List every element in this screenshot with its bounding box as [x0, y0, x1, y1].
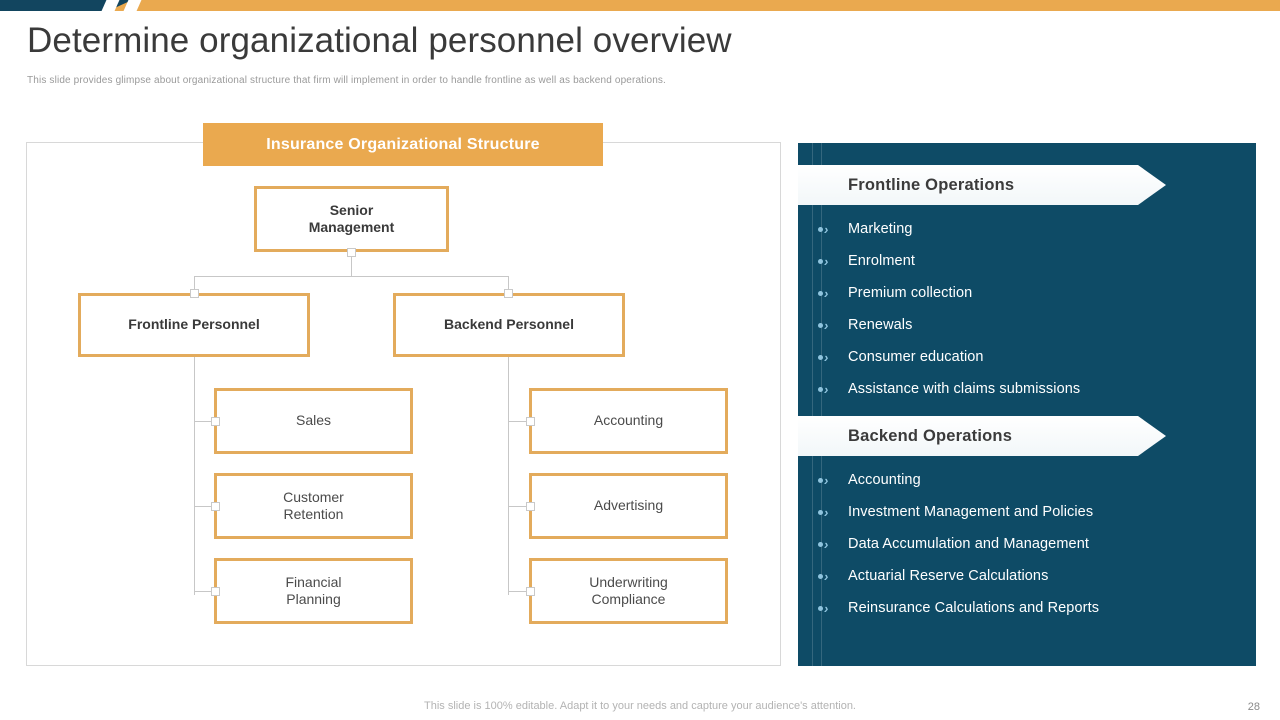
connector-handle	[211, 417, 220, 426]
list-item-label: Assistance with claims submissions	[848, 381, 1081, 397]
connector-backend-child-2	[508, 506, 530, 507]
list-item[interactable]: › Marketing	[818, 213, 1080, 245]
footer-note: This slide is 100% editable. Adapt it to…	[424, 700, 856, 712]
connector-handle	[504, 289, 513, 298]
backend-operations-heading: Backend Operations	[798, 416, 1166, 456]
chevron-right-icon: ›	[818, 570, 848, 583]
org-node-line-1: Accounting	[593, 412, 664, 429]
connector-frontline-child-1	[194, 421, 216, 422]
org-node-line-1: Senior	[329, 201, 374, 218]
connector-level2-horizontal	[194, 276, 509, 277]
list-item-label: Reinsurance Calculations and Reports	[848, 600, 1100, 616]
list-item-label: Consumer education	[848, 349, 984, 365]
connector-handle	[190, 289, 199, 298]
org-node-line-2: Management	[308, 219, 395, 235]
connector-handle	[211, 587, 220, 596]
org-node-line-1: Underwriting	[589, 573, 668, 590]
list-item-label: Premium collection	[848, 285, 973, 301]
org-node-senior-management[interactable]: Senior Management	[254, 186, 449, 252]
list-item[interactable]: › Premium collection	[818, 277, 1080, 309]
connector-frontline-child-3	[194, 591, 216, 592]
list-item-label: Renewals	[848, 317, 913, 333]
org-node-line-1: Financial	[285, 573, 342, 590]
backend-operations-list: › Accounting › Investment Management and…	[818, 464, 1099, 624]
list-item[interactable]: › Assistance with claims submissions	[818, 373, 1080, 405]
backend-operations-heading-label: Backend Operations	[848, 426, 1013, 445]
page-subtitle: This slide provides glimpse about organi…	[27, 75, 666, 86]
org-node-customer-retention[interactable]: Customer Retention	[214, 473, 413, 539]
connector-root-down	[351, 252, 352, 276]
org-node-line-2: Retention	[283, 506, 344, 522]
chevron-right-icon: ›	[818, 506, 848, 519]
top-decorative-bar	[0, 0, 1280, 11]
frontline-operations-heading-label: Frontline Operations	[848, 175, 1015, 194]
org-node-financial-planning[interactable]: Financial Planning	[214, 558, 413, 624]
connector-frontline-spine	[194, 357, 195, 595]
chevron-right-icon: ›	[818, 602, 848, 615]
connector-backend-child-1	[508, 421, 530, 422]
list-item[interactable]: › Renewals	[818, 309, 1080, 341]
org-node-line-1: Sales	[295, 412, 332, 429]
connector-handle	[347, 248, 356, 257]
org-node-line-1: Customer	[283, 488, 344, 505]
list-item[interactable]: › Accounting	[818, 464, 1099, 496]
org-chart-banner: Insurance Organizational Structure	[203, 123, 603, 166]
list-item[interactable]: › Investment Management and Policies	[818, 496, 1099, 528]
org-node-accounting[interactable]: Accounting	[529, 388, 728, 454]
operations-panel: Frontline Operations › Marketing › Enrol…	[798, 143, 1256, 666]
chevron-right-icon: ›	[818, 351, 848, 364]
connector-backend-spine	[508, 357, 509, 595]
org-node-frontline-personnel[interactable]: Frontline Personnel	[78, 293, 310, 357]
topbar-orange-segment	[108, 0, 1280, 11]
org-node-line-2: Planning	[286, 591, 341, 607]
list-item[interactable]: › Consumer education	[818, 341, 1080, 373]
connector-backend-child-3	[508, 591, 530, 592]
panel-stripe-decoration	[812, 143, 822, 666]
list-item[interactable]: › Data Accumulation and Management	[818, 528, 1099, 560]
list-item-label: Accounting	[848, 472, 921, 488]
connector-handle	[526, 502, 535, 511]
frontline-operations-list: › Marketing › Enrolment › Premium collec…	[818, 213, 1080, 405]
list-item-label: Enrolment	[848, 253, 915, 269]
list-item[interactable]: › Reinsurance Calculations and Reports	[818, 592, 1099, 624]
connector-backend-down	[508, 276, 509, 293]
list-item-label: Data Accumulation and Management	[848, 536, 1089, 552]
org-node-line-2: Compliance	[591, 591, 666, 607]
topbar-teal-segment	[0, 0, 160, 11]
connector-handle	[526, 587, 535, 596]
chevron-right-icon: ›	[818, 255, 848, 268]
org-node-advertising[interactable]: Advertising	[529, 473, 728, 539]
frontline-operations-heading: Frontline Operations	[798, 165, 1166, 205]
page-title: Determine organizational personnel overv…	[27, 21, 732, 60]
org-node-sales[interactable]: Sales	[214, 388, 413, 454]
connector-handle	[211, 502, 220, 511]
list-item-label: Actuarial Reserve Calculations	[848, 568, 1049, 584]
chevron-right-icon: ›	[818, 474, 848, 487]
chevron-right-icon: ›	[818, 223, 848, 236]
org-node-backend-personnel[interactable]: Backend Personnel	[393, 293, 625, 357]
org-node-line-1: Advertising	[593, 497, 664, 514]
chevron-right-icon: ›	[818, 538, 848, 551]
connector-frontline-down	[194, 276, 195, 293]
page-number: 28	[1247, 701, 1260, 713]
list-item-label: Marketing	[848, 221, 913, 237]
connector-handle	[526, 417, 535, 426]
list-item[interactable]: › Enrolment	[818, 245, 1080, 277]
org-node-underwriting-compliance[interactable]: Underwriting Compliance	[529, 558, 728, 624]
list-item-label: Investment Management and Policies	[848, 504, 1094, 520]
chevron-right-icon: ›	[818, 319, 848, 332]
chevron-right-icon: ›	[818, 287, 848, 300]
chevron-right-icon: ›	[818, 383, 848, 396]
list-item[interactable]: › Actuarial Reserve Calculations	[818, 560, 1099, 592]
connector-frontline-child-2	[194, 506, 216, 507]
